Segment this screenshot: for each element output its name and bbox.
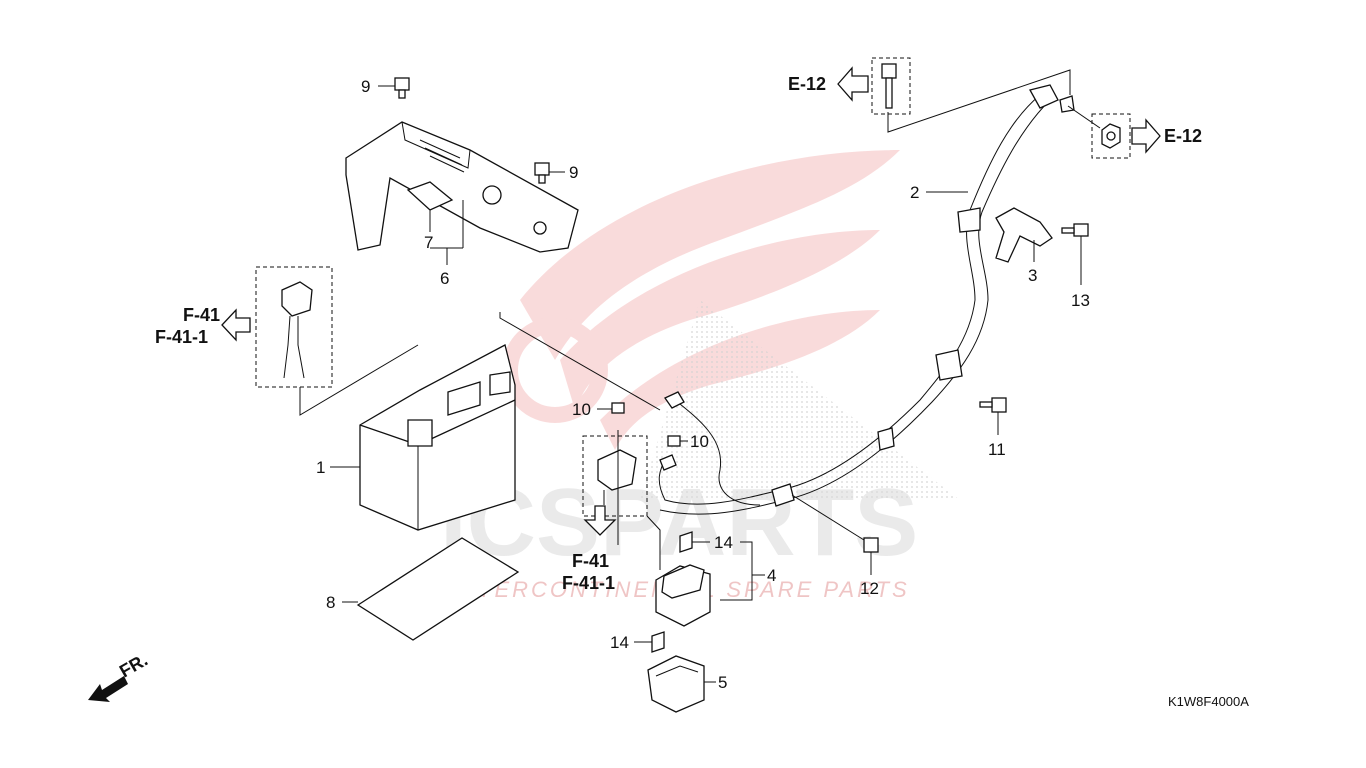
label-13: 13	[1071, 291, 1090, 310]
watermark-brand: ICSPARTS	[440, 469, 918, 576]
label-5: 5	[718, 673, 727, 692]
bolt-9-top	[394, 77, 410, 99]
terminal-boot	[995, 207, 1053, 263]
detail-box-e12-left	[871, 57, 911, 115]
ref-f41-1-bottom: F-41-1	[562, 573, 615, 593]
fuse-14-top	[679, 531, 693, 553]
ref-e12-left: E-12	[788, 74, 826, 94]
label-12: 12	[860, 579, 879, 598]
ref-f41-left: F-41	[183, 305, 220, 325]
starter-relay	[655, 564, 711, 627]
diagram-code: K1W8F4000A	[1168, 694, 1249, 709]
label-9b: 9	[569, 163, 578, 182]
relay-cover	[647, 655, 705, 713]
watermark-logo	[502, 150, 960, 500]
terminal-cover-left	[281, 281, 313, 379]
label-6: 6	[440, 269, 449, 288]
detail-box-left	[255, 266, 333, 388]
battery-holder	[345, 121, 579, 253]
ref-f41-1-left: F-41-1	[155, 327, 208, 347]
label-10a: 10	[572, 400, 591, 419]
arrow-f41-bottom	[583, 505, 617, 536]
label-4: 4	[767, 566, 776, 585]
bolt-10-left	[611, 402, 625, 414]
detail-box-e12-right	[1091, 113, 1131, 159]
label-9a: 9	[361, 77, 370, 96]
label-7: 7	[424, 233, 433, 252]
ref-e12-right: E-12	[1164, 126, 1202, 146]
arrow-f41-left	[221, 308, 251, 342]
label-1: 1	[316, 458, 325, 477]
bolt-9-right	[534, 162, 550, 184]
ref-f41-bottom: F-41	[572, 551, 609, 571]
bolt-e12-left	[881, 63, 897, 109]
fuse-14-bottom	[651, 631, 665, 653]
bolt-12	[863, 537, 879, 553]
front-arrow-icon	[88, 676, 128, 702]
label-8: 8	[326, 593, 335, 612]
nut-e12-right	[1101, 123, 1121, 149]
label-plate	[406, 181, 454, 211]
detail-box-bottom	[582, 435, 648, 517]
label-2: 2	[910, 183, 919, 202]
bolt-10-right	[667, 435, 681, 447]
battery-pad	[356, 537, 520, 641]
label-10b: 10	[690, 432, 709, 451]
label-11: 11	[988, 440, 1006, 459]
front-marker: FR.	[116, 650, 151, 682]
label-14a: 14	[714, 533, 733, 552]
label-14b: 14	[610, 633, 629, 652]
bolt-13	[1061, 223, 1089, 237]
arrow-e12-right	[1131, 118, 1161, 154]
bolt-11	[979, 397, 1007, 413]
battery	[359, 344, 516, 531]
arrow-e12-left	[837, 66, 869, 102]
label-3: 3	[1028, 266, 1037, 285]
